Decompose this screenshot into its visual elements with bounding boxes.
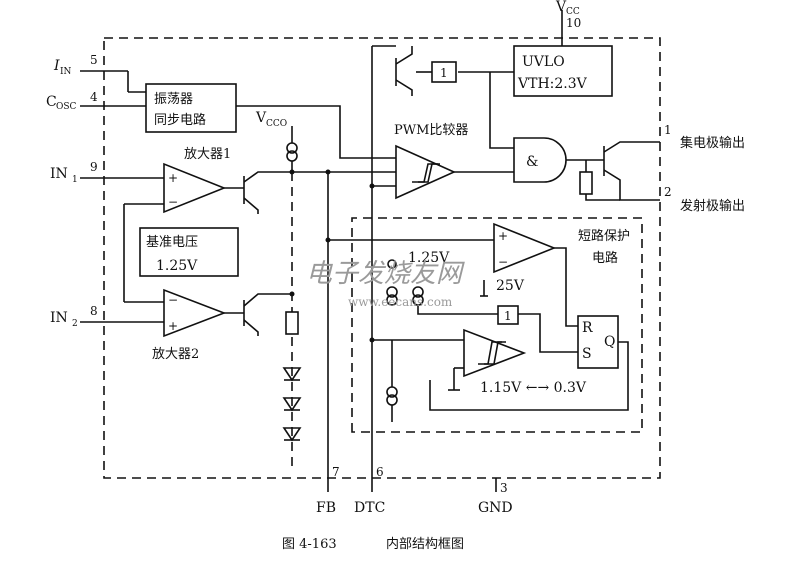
ff-r: R — [582, 320, 593, 336]
out2-number: 2 — [664, 185, 672, 199]
out2-label: 发射极输出 — [680, 198, 745, 214]
amplifier-2 — [163, 288, 227, 338]
svg-text:+: + — [168, 319, 178, 333]
out1-label: 集电极输出 — [680, 135, 745, 151]
in2-pin-sub: 2 — [72, 319, 78, 329]
amplifier-1 — [163, 162, 227, 214]
ff-q: Q — [604, 334, 615, 350]
scp-label-2: 电路 — [592, 250, 618, 266]
hysteresis-label: 1.15V ←→ 0.3V — [480, 380, 587, 396]
reference-label-2: 1.25V — [156, 258, 198, 274]
scp-comparator — [493, 222, 557, 274]
v125b-label: 25V — [496, 278, 525, 294]
iin-pin-label: I — [53, 58, 60, 74]
scp-boundary — [351, 217, 643, 433]
gnd-pin-number: 3 — [500, 481, 508, 495]
caption-title: 内部结构框图 — [386, 536, 464, 552]
caption-figure: 图 4-163 — [282, 537, 337, 552]
fb-pin-label: FB — [316, 500, 336, 516]
in1-pin-sub: 1 — [72, 175, 78, 185]
amp2-label: 放大器2 — [152, 347, 199, 362]
inverter-label: 1 — [440, 66, 448, 80]
svg-text:−: − — [168, 293, 178, 307]
in2-pin-label: IN — [50, 310, 68, 326]
fb-pin-number: 7 — [332, 465, 340, 479]
oscillator-block — [145, 83, 237, 133]
uvlo-label-2: VTH:2.3V — [517, 76, 588, 92]
watermark-cn: 电子发烧友网 — [306, 259, 465, 289]
vcc-pin-sub: CC — [566, 7, 580, 17]
iin-pin-number: 5 — [90, 53, 98, 67]
reference-label-1: 基准电压 — [146, 235, 198, 250]
scp-label-1: 短路保护 — [578, 228, 630, 244]
vcc-pin-label: V — [555, 0, 567, 15]
vcco-sub: CCO — [266, 119, 287, 129]
gnd-pin-label: GND — [478, 500, 513, 516]
oscillator-label-1: 振荡器 — [154, 92, 193, 107]
pwm-label: PWM比较器 — [394, 123, 468, 138]
ff-s: S — [582, 346, 592, 362]
cosc-pin-number: 4 — [90, 90, 98, 104]
and-label: & — [526, 154, 538, 170]
amp1-label: 放大器1 — [184, 147, 231, 162]
in1-pin-number: 9 — [90, 160, 98, 174]
dtc-pin-number: 6 — [376, 465, 384, 479]
in1-pin-label: IN — [50, 166, 68, 182]
vcc-pin-number: 10 — [566, 16, 581, 30]
v125a-label: 1.25V — [408, 250, 450, 266]
svg-text:+: + — [168, 171, 178, 185]
cosc-pin-label: C — [46, 94, 57, 110]
out1-number: 1 — [664, 123, 672, 137]
chip-boundary — [103, 37, 661, 479]
oscillator-label-2: 同步电路 — [154, 112, 206, 128]
svg-text:−: − — [498, 255, 508, 269]
watermark-url: www.eecans.com — [348, 295, 453, 309]
cosc-pin-sub: OSC — [56, 102, 77, 112]
pwm-comparator — [395, 144, 456, 200]
hysteresis-comparator — [463, 328, 527, 378]
svg-text:−: − — [168, 195, 178, 209]
uvlo-label-1: UVLO — [522, 54, 565, 70]
and-gate — [513, 137, 567, 183]
vcco-label: V — [255, 110, 267, 126]
in2-pin-number: 8 — [90, 304, 98, 318]
reference-block — [139, 227, 239, 277]
dtc-pin-label: DTC — [354, 500, 385, 516]
svg-text:+: + — [498, 229, 508, 243]
iin-pin-sub: IN — [60, 67, 72, 77]
svg-text:1: 1 — [504, 309, 512, 323]
uvlo-block — [513, 45, 613, 97]
